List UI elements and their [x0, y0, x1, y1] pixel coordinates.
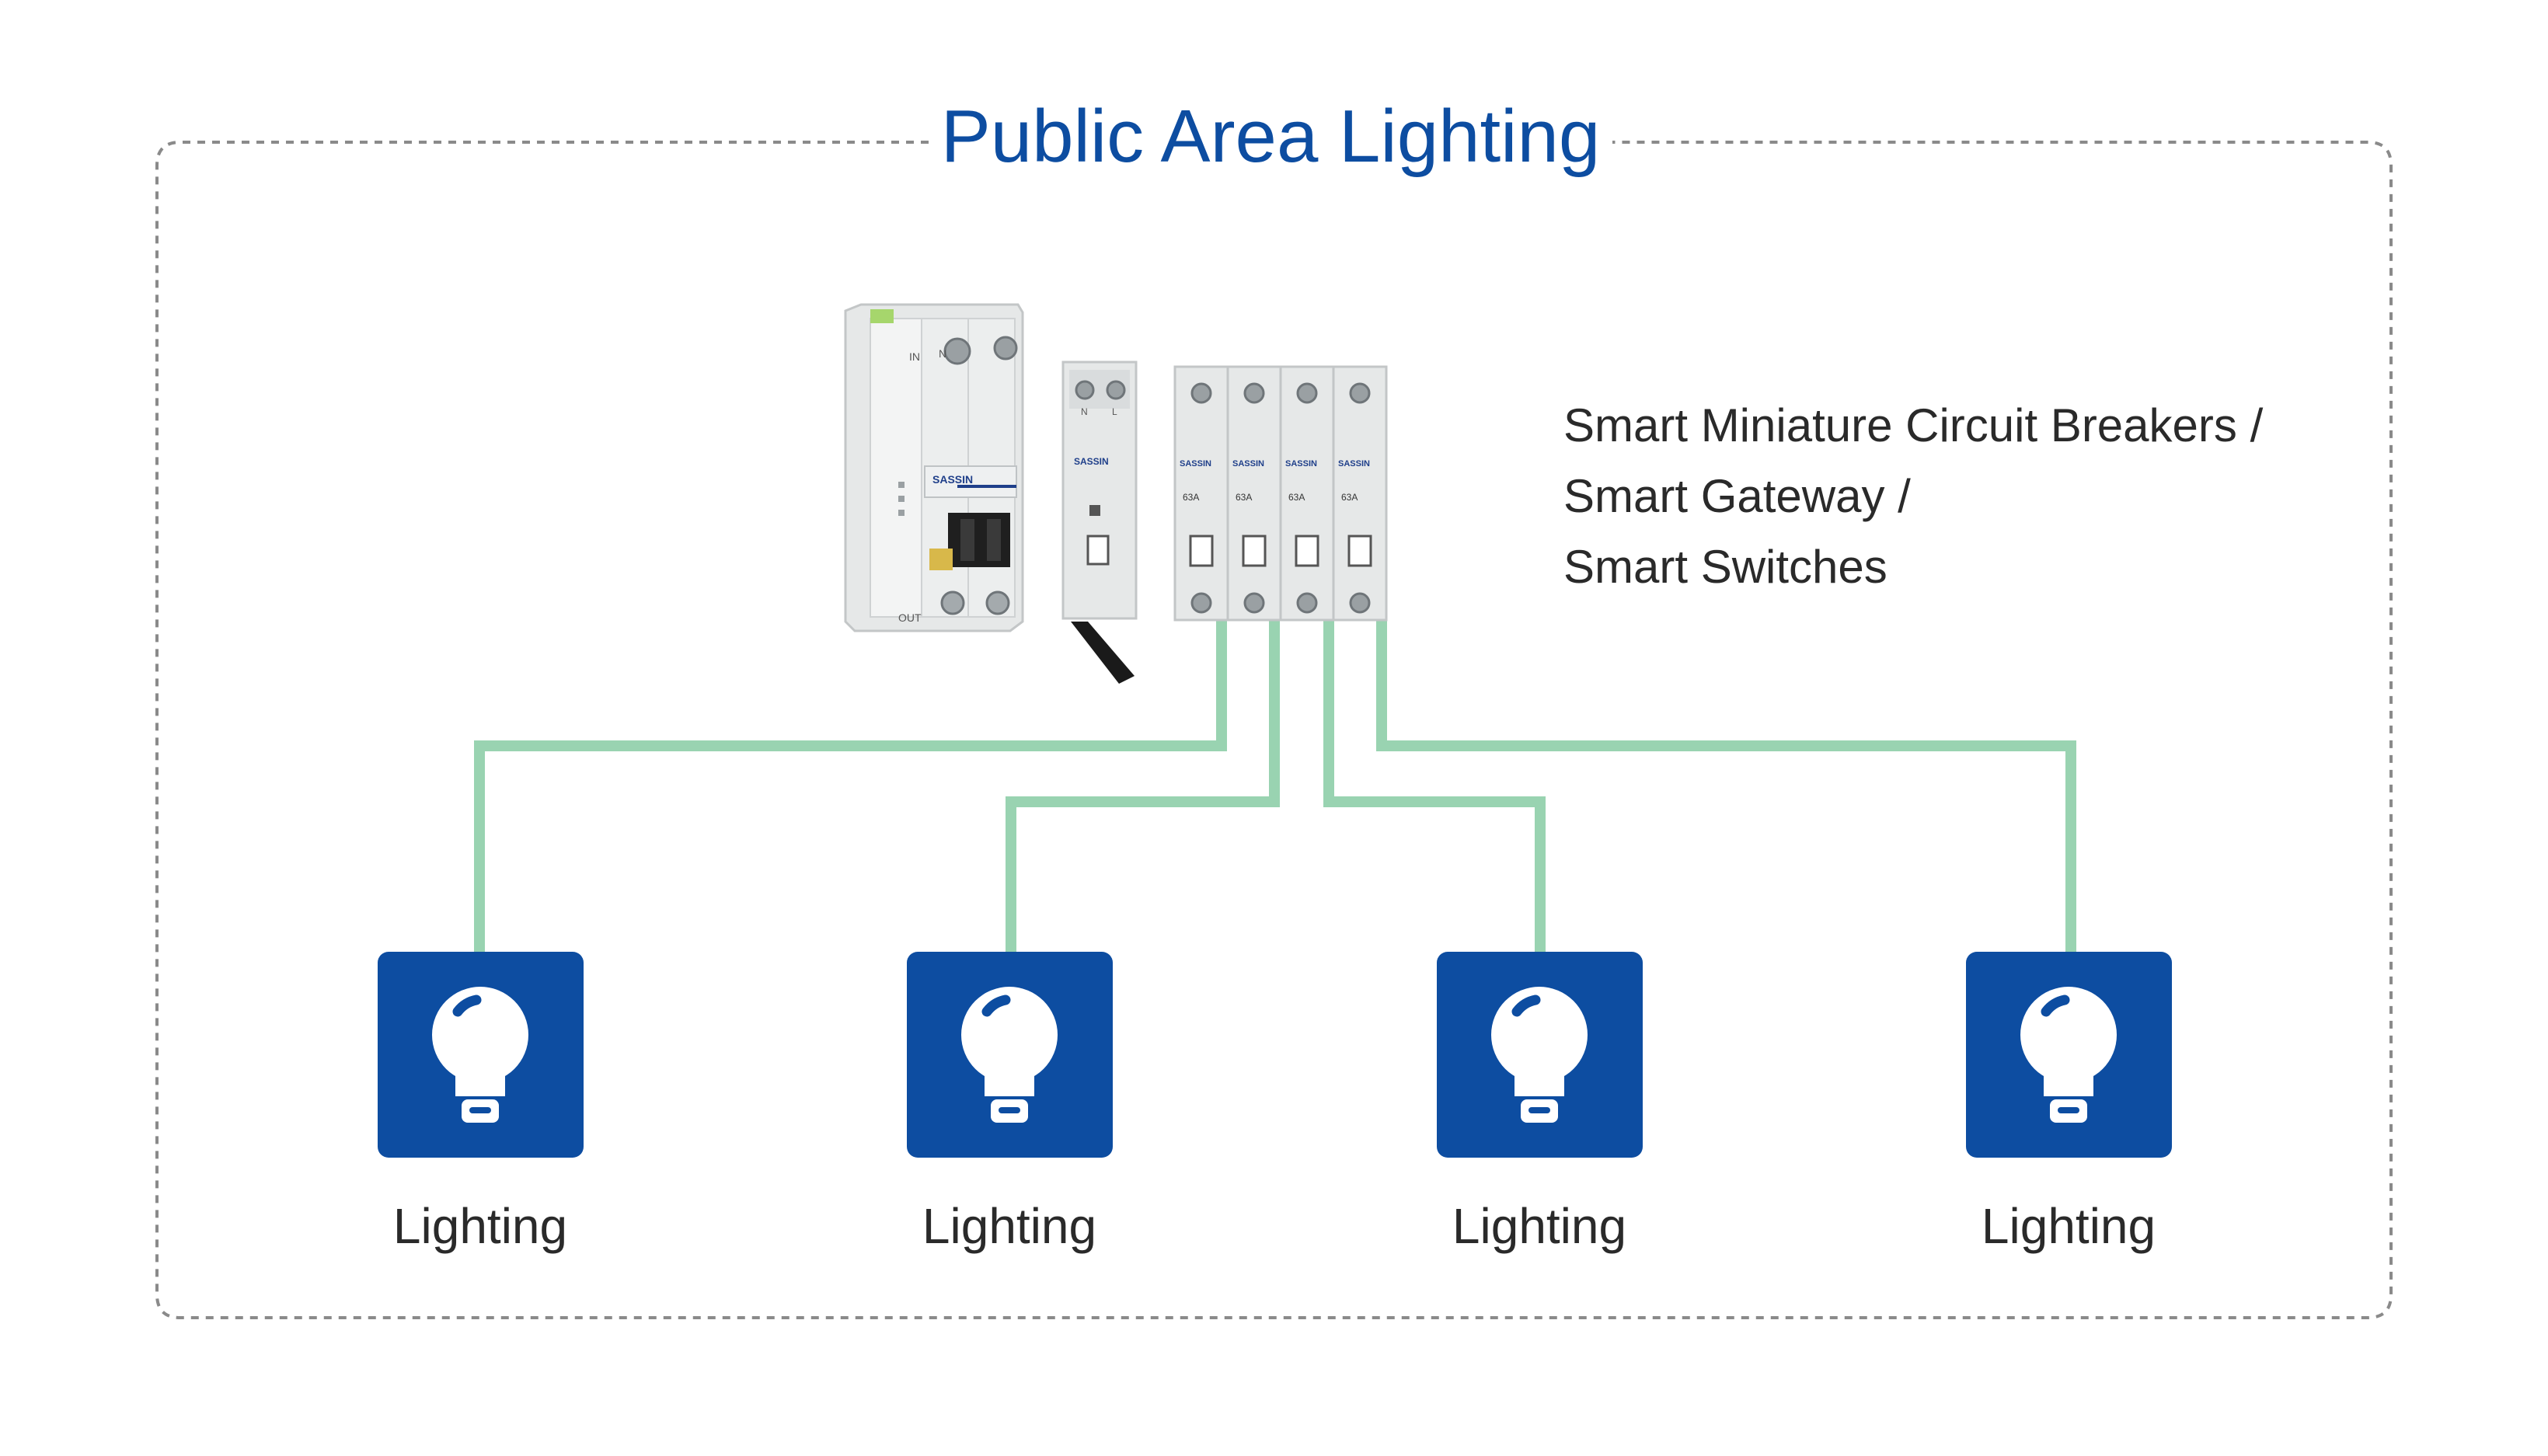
device-description-line-3: Smart Switches — [1563, 541, 1887, 593]
smart-gateway: N L SASSIN — [1061, 361, 1138, 684]
light-bulb-icon — [2020, 987, 2117, 1123]
smart-switch-4: SASSIN 63A — [1332, 365, 1388, 622]
smart-switch-1: SASSIN 63A — [1173, 365, 1229, 622]
smart-circuit-breaker: IN N SASSIN OUT — [844, 303, 1024, 632]
switch-2-rating: 63A — [1236, 492, 1252, 503]
lamp-2 — [907, 952, 1113, 1158]
breaker-brand: SASSIN — [932, 473, 973, 486]
device-description-line-2: Smart Gateway / — [1563, 470, 1911, 522]
wire-lamp-4 — [1376, 618, 2076, 952]
lamp-1 — [378, 952, 584, 1158]
switch-4-brand: SASSIN — [1338, 459, 1370, 468]
gateway-terminal-l: L — [1112, 406, 1117, 417]
breaker-out-label: OUT — [898, 611, 922, 624]
device-description: Smart Miniature Circuit Breakers / Smart… — [1563, 399, 2264, 593]
wire-lamp-2 — [1006, 618, 1280, 952]
gateway-terminal-n: N — [1081, 406, 1088, 417]
lamp-3 — [1437, 952, 1643, 1158]
switch-3-rating: 63A — [1288, 492, 1305, 503]
switch-4-rating: 63A — [1341, 492, 1358, 503]
breaker-n-top-label: N — [939, 347, 946, 360]
lamp-3-label: Lighting — [1452, 1198, 1626, 1254]
lamp-group: Lighting Lighting Lighting — [378, 952, 2172, 1254]
switch-1-rating: 63A — [1183, 492, 1199, 503]
wire-lamp-1 — [474, 618, 1227, 952]
smart-switches: SASSIN 63A SASSIN 63A SASSIN 63A — [1173, 365, 1388, 622]
breaker-in-label: IN — [909, 350, 920, 363]
area-boundary-frame — [155, 141, 2393, 1319]
lamp-2-label: Lighting — [922, 1198, 1096, 1254]
light-bulb-icon — [432, 987, 528, 1123]
wire-lamp-3 — [1323, 618, 1546, 952]
lamp-4 — [1966, 952, 2172, 1158]
wiring — [474, 618, 2076, 952]
switch-1-brand: SASSIN — [1180, 459, 1211, 468]
smart-device-group: IN N SASSIN OUT N L SAS — [844, 303, 1388, 684]
switch-2-brand: SASSIN — [1232, 459, 1264, 468]
lamp-1-label: Lighting — [393, 1198, 567, 1254]
light-bulb-icon — [961, 987, 1058, 1123]
diagram-title: Public Area Lighting — [941, 95, 1601, 178]
device-description-line-1: Smart Miniature Circuit Breakers / — [1563, 399, 2264, 451]
light-bulb-icon — [1491, 987, 1588, 1123]
smart-switch-2: SASSIN 63A — [1226, 365, 1282, 622]
gateway-brand: SASSIN — [1074, 456, 1109, 467]
switch-3-brand: SASSIN — [1285, 459, 1317, 468]
smart-switch-3: SASSIN 63A — [1279, 365, 1335, 622]
lamp-4-label: Lighting — [1982, 1198, 2156, 1254]
